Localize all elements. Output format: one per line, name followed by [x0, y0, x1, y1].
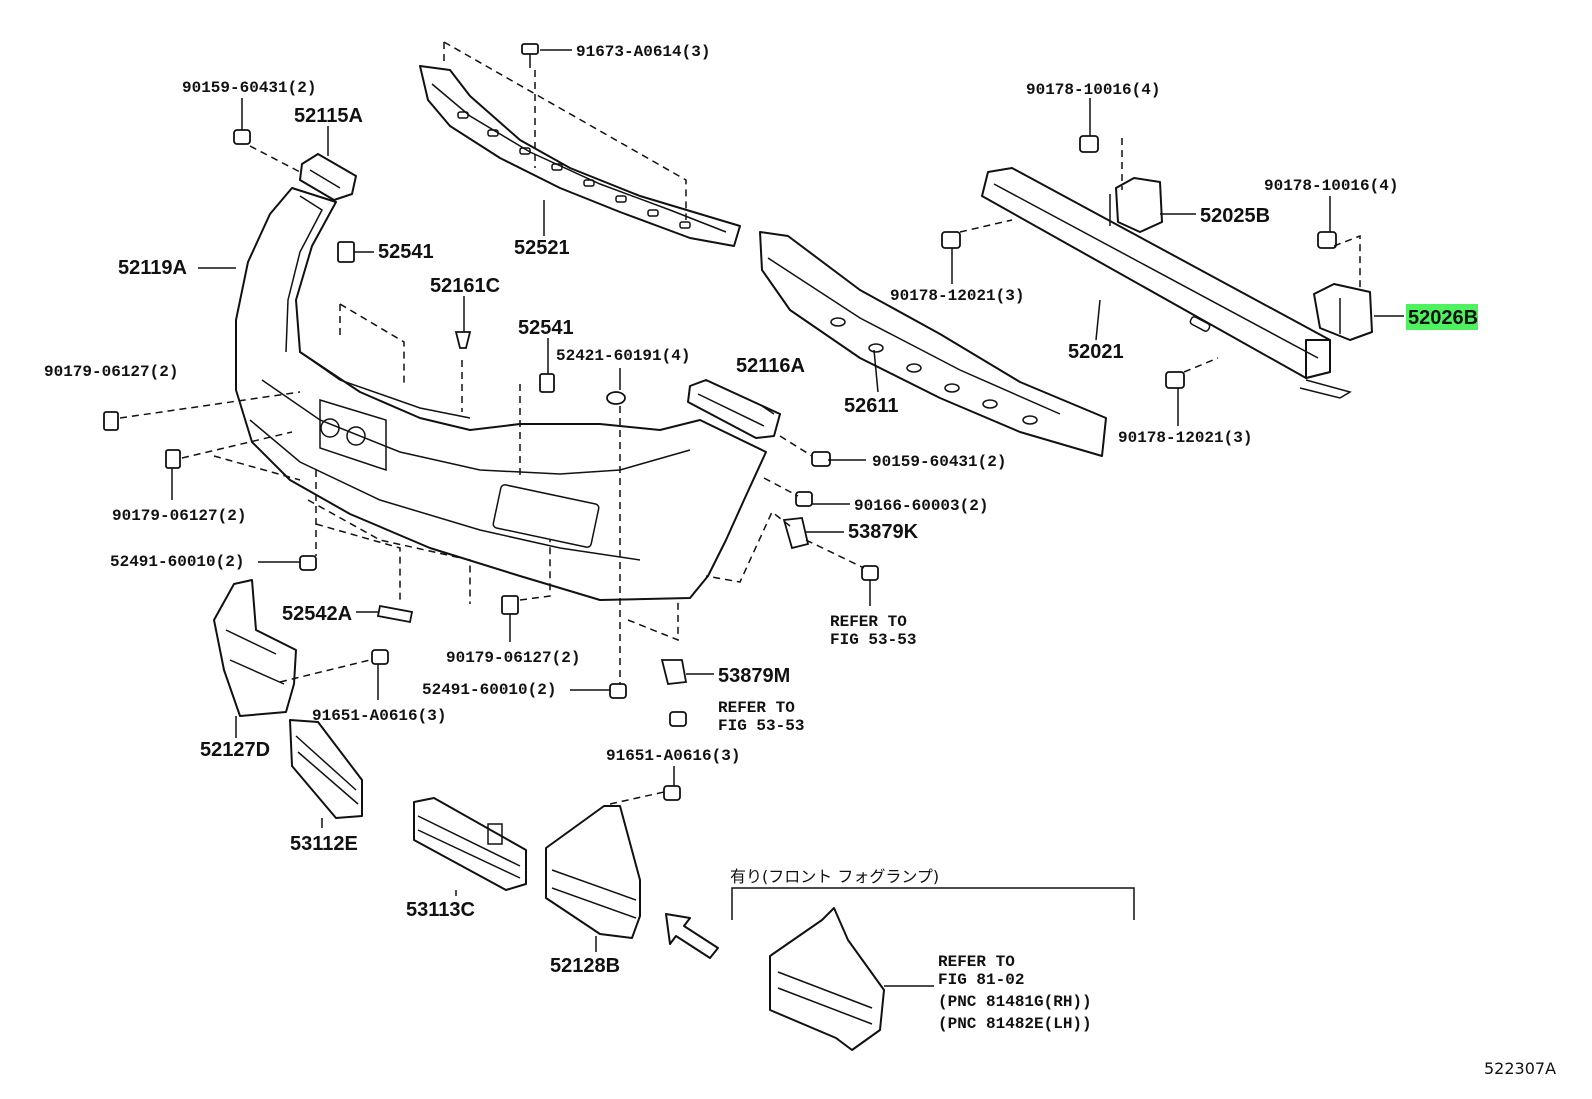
clip-icon: [103, 411, 119, 431]
part-52128B-bracket[interactable]: [545, 805, 641, 939]
highlight-marker: [1406, 304, 1478, 330]
callout-90179[interactable]: 90179-06127(2): [112, 507, 246, 525]
direction-arrow-icon: [665, 913, 719, 959]
clip-icon: [782, 517, 810, 550]
clip-icon: [660, 659, 688, 685]
part-53112E-grille[interactable]: [289, 719, 363, 819]
clip-icon: [454, 331, 472, 349]
part-52116A-retainer[interactable]: [687, 379, 781, 439]
callout-52128B[interactable]: 52128B: [550, 955, 620, 977]
clip-icon: [165, 449, 181, 469]
callout-52116A[interactable]: 52116A: [736, 355, 805, 377]
callout-52026B[interactable]: 52026B: [1408, 307, 1478, 329]
part-52025B-bracket[interactable]: [1109, 177, 1163, 233]
callout-52115A[interactable]: 52115A: [294, 105, 363, 127]
refer-53-53-line2: FIG 53-53: [830, 631, 916, 649]
bolt-icon: [811, 451, 831, 467]
clip-icon: [669, 711, 687, 727]
leader-lines: [171, 49, 1404, 987]
callout-91651[interactable]: 91651-A0616(3): [312, 707, 446, 725]
part-labels: 91673-A0614(3) 90159-60431(2) 52115A 521…: [44, 43, 1556, 1078]
callout-90179[interactable]: 90179-06127(2): [446, 649, 580, 667]
part-52115A-bracket[interactable]: [299, 153, 357, 201]
bolt-icon: [609, 683, 627, 699]
clip-icon: [337, 241, 355, 263]
option-bracket-line: [731, 887, 1135, 920]
clip-icon: [606, 391, 626, 405]
bolt-icon: [795, 491, 813, 507]
callout-52021[interactable]: 52021: [1068, 341, 1124, 363]
refer-53-53b-line2: FIG 53-53: [718, 717, 804, 735]
part-52127D-bracket[interactable]: [213, 579, 297, 717]
callout-53112E[interactable]: 53112E: [290, 833, 358, 855]
callout-53113C[interactable]: 53113C: [406, 899, 475, 921]
callout-91673[interactable]: 91673-A0614(3): [576, 43, 710, 61]
nut-icon: [1079, 135, 1099, 153]
callout-52119A[interactable]: 52119A: [118, 257, 187, 279]
nut-icon: [941, 231, 961, 249]
callout-52542A[interactable]: 52542A: [282, 603, 352, 625]
nut-icon: [1165, 371, 1185, 389]
fog-refer-line1: REFER TO: [938, 953, 1015, 971]
bolt-icon: [663, 785, 681, 801]
tape-icon: [376, 604, 414, 624]
callout-52491[interactable]: 52491-60010(2): [110, 553, 244, 571]
part-53113C-grille[interactable]: [413, 797, 527, 891]
part-52521-retainer[interactable]: [419, 65, 741, 247]
part-52611-absorber[interactable]: [759, 231, 1107, 457]
fastener-icons: [103, 43, 1337, 801]
callout-90166[interactable]: 90166-60003(2): [854, 497, 988, 515]
bolt-icon: [233, 129, 251, 145]
refer-53-53-line1: REFER TO: [830, 613, 907, 631]
fog-refer-line3: (PNC 81481G(RH)): [938, 993, 1092, 1011]
clip-icon: [539, 373, 555, 393]
figure-code: 522307A: [1484, 1059, 1556, 1078]
clip-icon: [861, 565, 879, 581]
callout-52611[interactable]: 52611: [844, 395, 899, 417]
callout-52541[interactable]: 52541: [518, 317, 574, 339]
callout-52541[interactable]: 52541: [378, 241, 434, 263]
callout-52421[interactable]: 52421-60191(4): [556, 347, 690, 365]
refer-53-53b-line1: REFER TO: [718, 699, 795, 717]
clip-icon: [501, 595, 519, 615]
callout-52127D[interactable]: 52127D: [200, 739, 270, 761]
bolt-icon: [521, 43, 539, 68]
callout-52161C[interactable]: 52161C: [430, 275, 500, 297]
callout-90178[interactable]: 90178-12021(3): [890, 287, 1024, 305]
callout-53879M[interactable]: 53879M: [718, 665, 790, 687]
callout-90178[interactable]: 90178-10016(4): [1264, 177, 1398, 195]
callout-53879K[interactable]: 53879K: [848, 521, 919, 543]
callout-91651[interactable]: 91651-A0616(3): [606, 747, 740, 765]
bolt-icon: [371, 649, 389, 665]
callout-90159[interactable]: 90159-60431(2): [872, 453, 1006, 471]
bolt-icon: [299, 555, 317, 571]
callout-52491[interactable]: 52491-60010(2): [422, 681, 556, 699]
callout-52025B[interactable]: 52025B: [1200, 205, 1270, 227]
callout-90178[interactable]: 90178-12021(3): [1118, 429, 1252, 447]
fog-refer-line2: FIG 81-02: [938, 971, 1024, 989]
assembly-lines: [119, 138, 1361, 805]
fog-option-header: 有り(フロント フォグランプ): [730, 867, 939, 886]
part-52119A-bumper-cover[interactable]: [235, 187, 767, 601]
fog-refer-line4: (PNC 81482E(LH)): [938, 1015, 1092, 1033]
callout-90179[interactable]: 90179-06127(2): [44, 363, 178, 381]
nut-icon: [1317, 231, 1337, 249]
callout-90159[interactable]: 90159-60431(2): [182, 79, 316, 97]
part-52026B-bracket[interactable]: [1313, 283, 1373, 341]
part-52021-reinforcement[interactable]: [981, 167, 1352, 399]
callout-52521[interactable]: 52521: [514, 237, 570, 259]
callout-90178[interactable]: 90178-10016(4): [1026, 81, 1160, 99]
part-fog-lamp-bracket[interactable]: [769, 907, 885, 1051]
